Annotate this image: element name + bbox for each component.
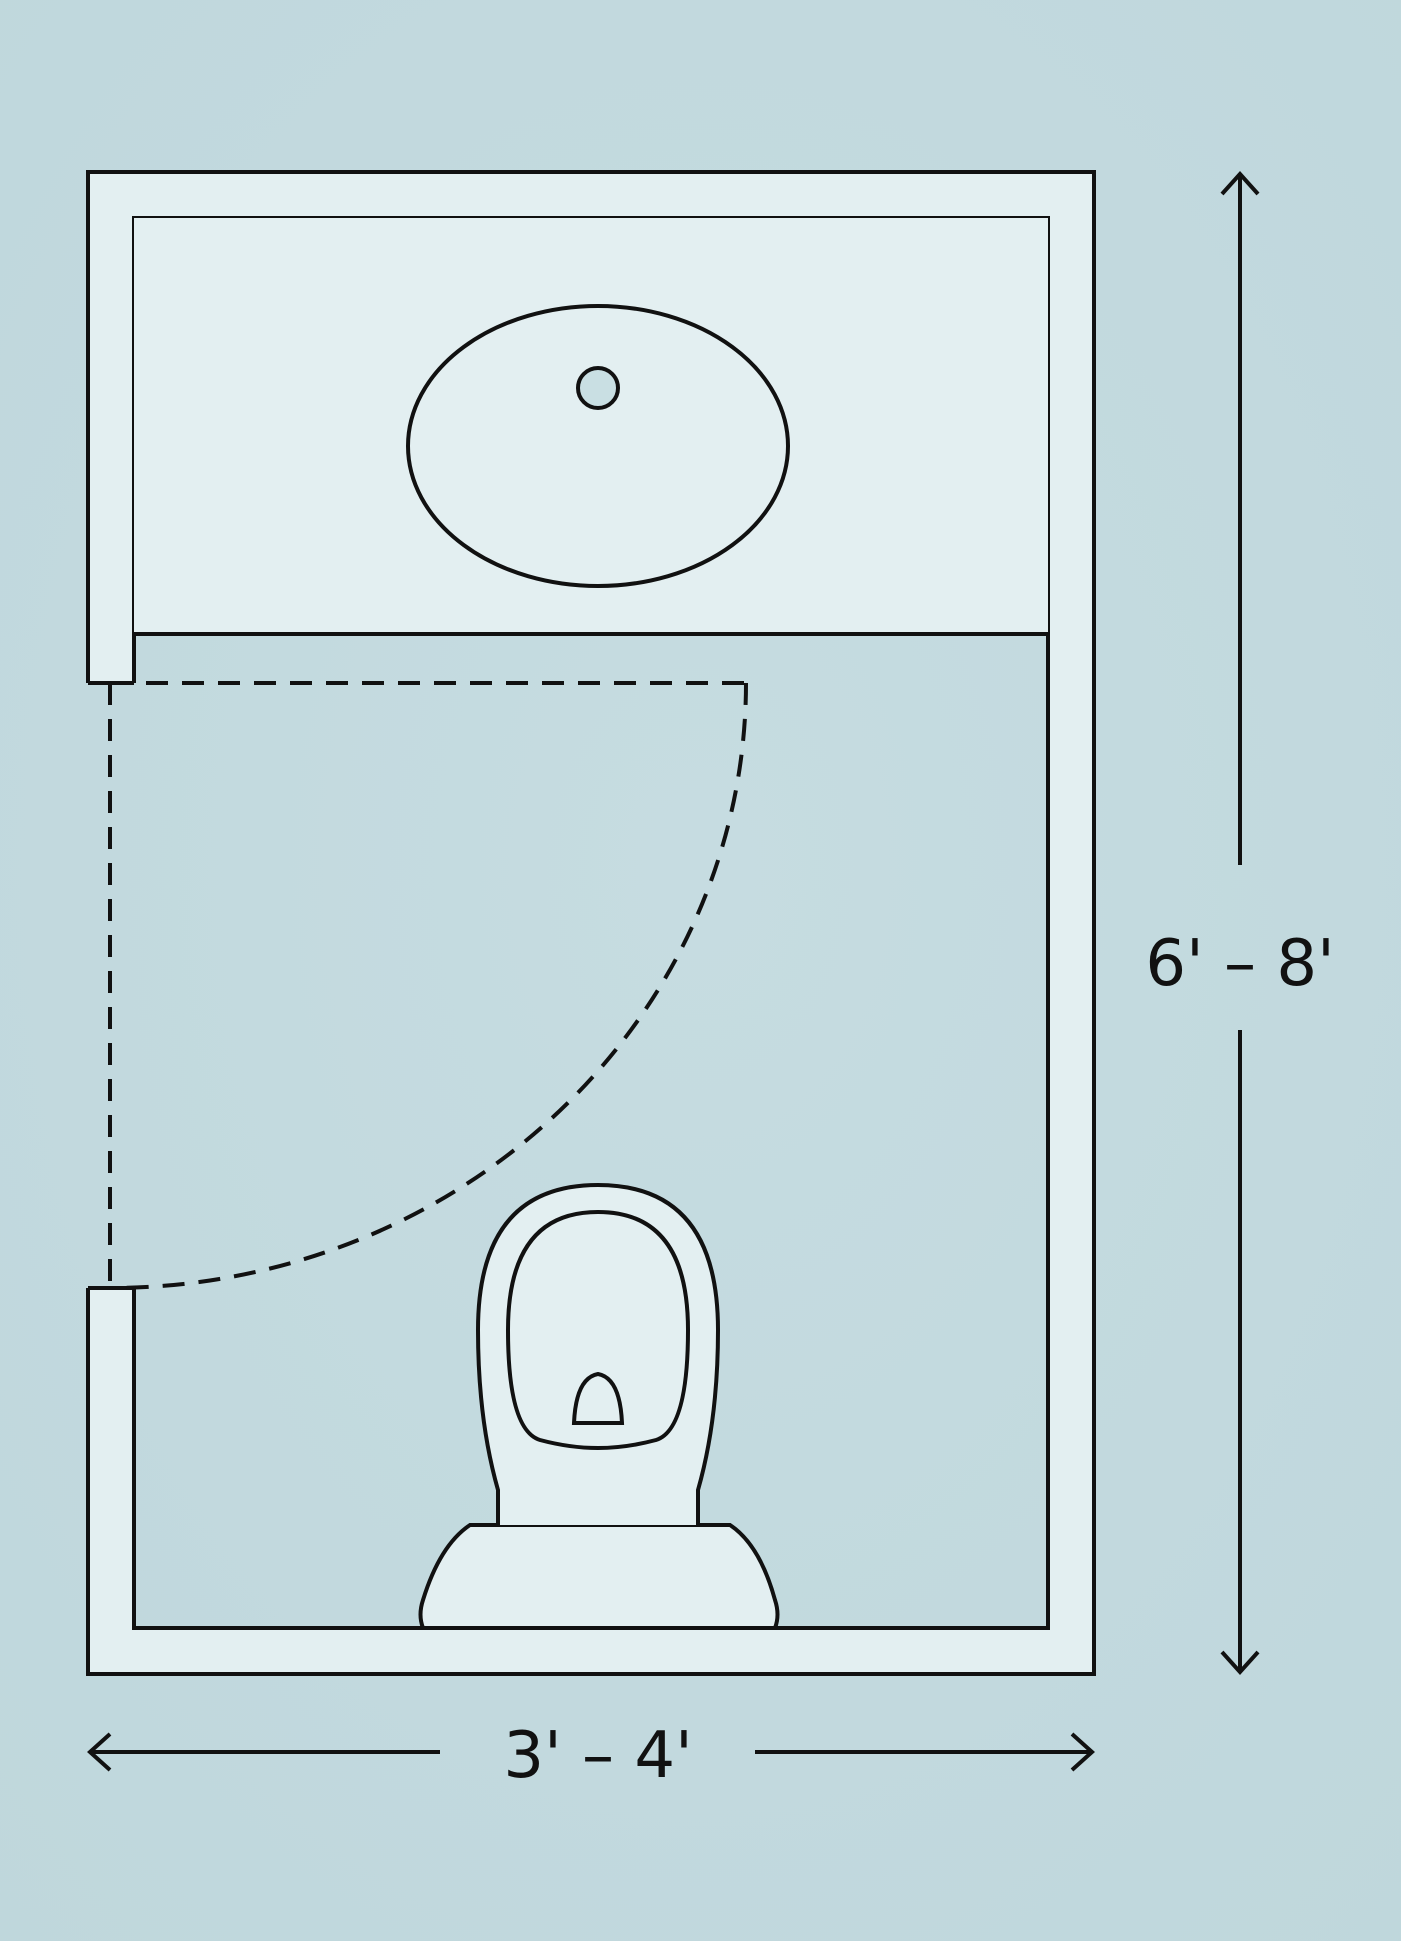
height-label: 6' – 8' — [1145, 927, 1334, 1001]
sink-icon — [406, 304, 790, 588]
width-dimension: 3' – 4' — [87, 1719, 1095, 1793]
height-dimension: 6' – 8' — [1145, 171, 1335, 1675]
toilet-icon — [418, 1182, 780, 1630]
width-label: 3' – 4' — [503, 1719, 692, 1793]
door-swing — [108, 681, 748, 1290]
walls — [86, 170, 1096, 1676]
